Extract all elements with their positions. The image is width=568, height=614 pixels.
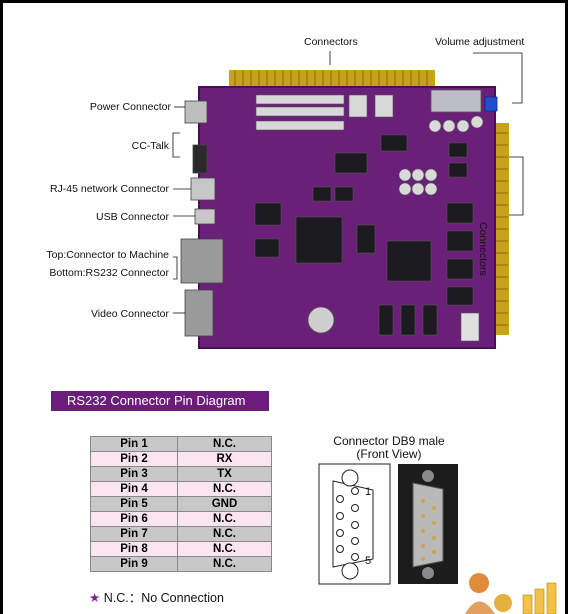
section-title-banner: RS232 Connector Pin Diagram: [51, 391, 269, 411]
db9-stack-part: [180, 238, 224, 284]
mounting-hole-bottom: [341, 562, 359, 580]
db9-title: Connector DB9 male (Front View): [303, 435, 475, 461]
power-connector-label: Power Connector: [89, 101, 171, 113]
function-cell: N.C.: [177, 541, 272, 557]
db9-pin1-label: 1: [365, 486, 372, 498]
pin-cell: Pin 4: [90, 481, 178, 497]
pin-cell: Pin 5: [90, 496, 178, 512]
amplifier-heatsink: [430, 89, 482, 113]
usb-part: [194, 208, 216, 225]
top-edge-connector: [229, 70, 435, 87]
mounting-hole-top: [341, 469, 359, 487]
video-connector-label: Video Connector: [90, 308, 169, 320]
db9-pin5-label: 5: [365, 555, 372, 567]
video-connector-part: [184, 289, 214, 337]
pin-cell: Pin 3: [90, 466, 178, 482]
footnote-text: N.C.：No Connection: [103, 591, 224, 605]
cc-talk-label: CC-Talk: [131, 140, 169, 152]
document-sheet: Connectors Volume adjustment Power Conne…: [3, 3, 565, 614]
connectors-right-label: Connectors: [477, 222, 489, 276]
db9-photo: [398, 464, 458, 584]
volume-knob: [484, 96, 498, 112]
db9-outline: [318, 463, 391, 585]
function-cell: N.C.: [177, 436, 272, 452]
coin-battery: [307, 306, 335, 334]
function-cell: GND: [177, 496, 272, 512]
star-icon: ★: [89, 591, 101, 605]
rj45-part: [190, 177, 216, 201]
function-cell: N.C.: [177, 556, 272, 572]
db9-title-line1: Connector DB9 male: [333, 434, 445, 448]
mascot-illustration: [465, 573, 557, 614]
footnote: ★ N.C.：No Connection: [89, 587, 224, 606]
connectors-top-label: Connectors: [304, 36, 358, 48]
graphics-chip: [386, 240, 432, 282]
function-cell: N.C.: [177, 481, 272, 497]
pin-cell: Pin 1: [90, 436, 178, 452]
pcb-body: [199, 87, 495, 348]
pin-cell: Pin 7: [90, 526, 178, 542]
function-cell: TX: [177, 466, 272, 482]
usb-connector-label: USB Connector: [96, 211, 169, 223]
function-cell: N.C.: [177, 526, 272, 542]
main-cpu: [295, 216, 343, 264]
bottom-rs232-label: Bottom:RS232 Connector: [49, 267, 169, 279]
pin-cell: Pin 6: [90, 511, 178, 527]
function-cell: N.C.: [177, 511, 272, 527]
pin-cell: Pin 2: [90, 451, 178, 467]
db9-title-line2: (Front View): [356, 447, 422, 461]
pin-cell: Pin 8: [90, 541, 178, 557]
pcb-board-photo: [172, 51, 524, 349]
rj45-connector-label: RJ-45 network Connector: [49, 183, 169, 195]
function-cell: RX: [177, 451, 272, 467]
pin-cell: Pin 9: [90, 556, 178, 572]
cc-talk-part: [192, 144, 208, 174]
power-connector-part: [184, 100, 208, 124]
top-connector-label: Top:Connector to Machine: [46, 249, 169, 261]
volume-adjustment-label: Volume adjustment: [435, 36, 525, 48]
